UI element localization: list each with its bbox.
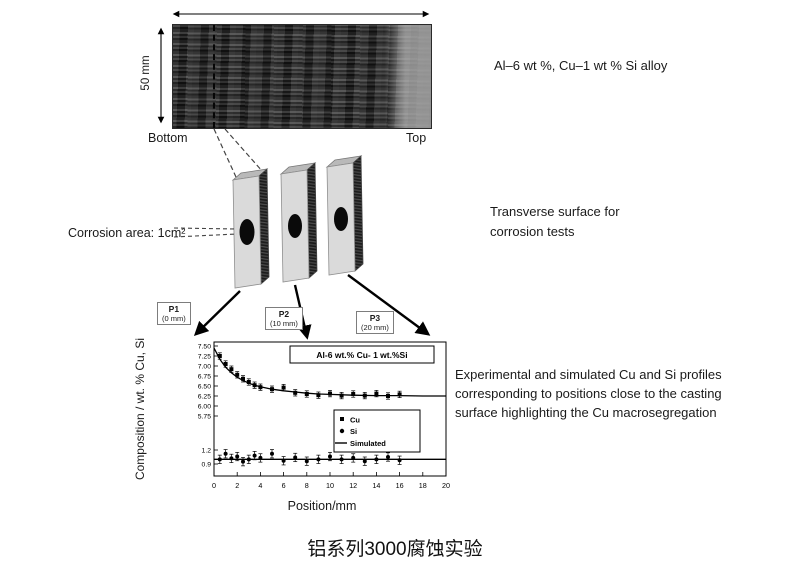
svg-text:14: 14 [372,481,380,490]
svg-text:2: 2 [235,481,239,490]
svg-text:7.25: 7.25 [198,353,211,360]
svg-text:6.25: 6.25 [198,393,211,400]
svg-text:0.9: 0.9 [202,461,212,468]
position-label-p2: P2 (10 mm) [265,307,303,331]
position-label-p3: P3 (20 mm) [356,311,394,335]
slice-p3 [325,155,364,276]
composition-chart-plot: 7.50 7.25 7.00 6.75 6.50 6.25 6.00 5.75 1.2 0.9 0 2… [198,341,450,490]
figure-caption: 铝系列3000腐蚀实验 [307,539,483,560]
chart-x-axis-label: Position/mm [287,499,357,513]
svg-text:18: 18 [419,481,427,490]
transverse-surface-label: Transverse surface for corrosion tests [490,204,620,239]
sample-height-label: 50 mm [140,55,152,91]
corrosion-spot-p3 [334,207,348,231]
svg-text:Si: Si [350,427,357,436]
corrosion-area-label: Corrosion area: 1cm² [68,226,186,240]
p2-offset: (10 mm) [270,319,298,329]
svg-text:6.50: 6.50 [198,383,211,390]
chart-y-axis-label: Composition / wt. % Cu, Si [133,337,147,481]
svg-text:Simulated: Simulated [350,439,386,448]
p1-name: P1 [168,304,180,314]
sample-bottom-label: Bottom [148,131,188,145]
svg-text:5.75: 5.75 [198,413,211,420]
svg-text:12: 12 [349,481,357,490]
svg-text:7.00: 7.00 [198,363,211,370]
p1-offset: (0 mm) [162,314,186,324]
chart-description-text: Experimental and simulated Cu and Si pro… [455,367,722,420]
sample-top-label: Top [406,131,427,145]
svg-text:6: 6 [282,481,286,490]
p3-offset: (20 mm) [361,323,389,333]
section-dashed-line [213,25,215,128]
slice-p1 [231,168,270,289]
corrosion-spot-p1 [239,219,255,245]
corrosion-spot-p2 [288,214,302,238]
p2-name: P2 [278,309,290,319]
p3-name: P3 [369,313,381,323]
composition-chart: 7.50 7.25 7.00 6.75 6.50 6.25 6.00 5.75 1.2 0.9 0 2… [184,338,452,498]
arrow-p1 [193,290,241,337]
svg-text:6.00: 6.00 [198,403,211,410]
svg-text:7.50: 7.50 [198,343,211,350]
svg-text:16: 16 [396,481,404,490]
svg-text:8: 8 [305,481,309,490]
projection-dashed-lines [213,128,264,178]
svg-text:Cu: Cu [350,416,360,425]
svg-text:6.75: 6.75 [198,373,211,380]
slice-p2 [279,162,318,283]
svg-text:10: 10 [326,481,334,490]
svg-text:0: 0 [212,481,216,490]
svg-text:1.2: 1.2 [202,447,212,454]
svg-text:4: 4 [258,481,262,490]
position-label-p1: P1 (0 mm) [157,302,191,326]
macrostructure-image [172,24,432,129]
svg-text:Al-6 wt.% Cu- 1 wt.%Si: Al-6 wt.% Cu- 1 wt.%Si [316,350,407,360]
alloy-composition-label: Al–6 wt %, Cu–1 wt % Si alloy [494,58,668,73]
svg-text:20: 20 [442,481,450,490]
